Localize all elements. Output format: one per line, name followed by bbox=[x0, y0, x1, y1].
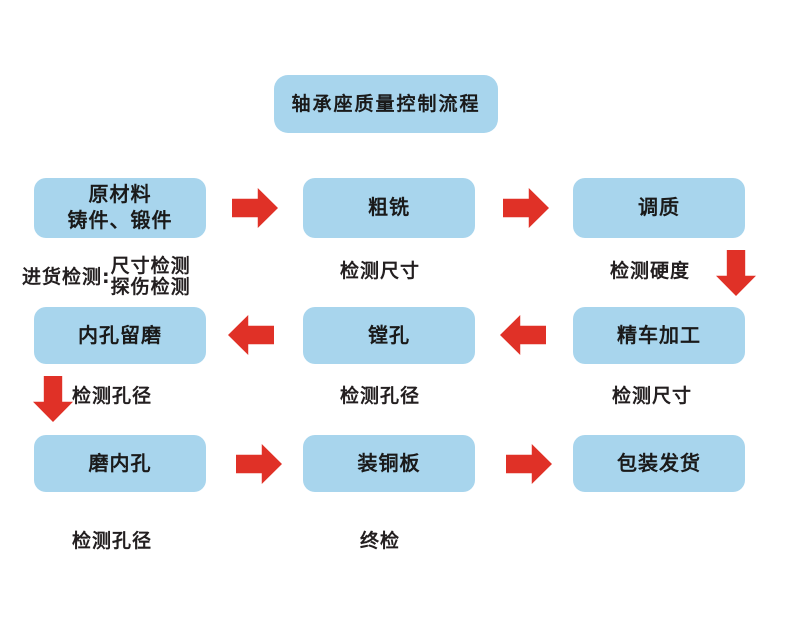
caption-incoming-inspection-line2: 探伤检测 bbox=[110, 276, 191, 299]
arrow-right-icon bbox=[506, 444, 552, 484]
node-raw-material: 原材料 铸件、锻件 bbox=[34, 178, 206, 238]
caption-check-bore-3: 检测孔径 bbox=[72, 530, 153, 552]
arrow-down-icon bbox=[716, 250, 756, 296]
node-quench-temper: 调质 bbox=[573, 178, 745, 238]
node-finish-turning-label: 精车加工 bbox=[617, 322, 701, 347]
node-quench-temper-label: 调质 bbox=[638, 195, 680, 220]
caption-check-hardness: 检测硬度 bbox=[610, 260, 691, 282]
arrow-left-icon bbox=[500, 315, 546, 355]
arrow-right-icon bbox=[236, 444, 282, 484]
caption-incoming-inspection-stack: 尺寸检测 探伤检测 bbox=[110, 255, 191, 299]
node-boring: 镗孔 bbox=[303, 307, 475, 364]
node-finish-turning: 精车加工 bbox=[573, 307, 745, 364]
node-package-ship-label: 包装发货 bbox=[617, 450, 701, 475]
caption-final-inspection: 终检 bbox=[360, 530, 401, 552]
node-boring-label: 镗孔 bbox=[368, 322, 410, 347]
caption-check-dimension-2: 检测尺寸 bbox=[612, 385, 693, 407]
arrow-right-icon bbox=[503, 188, 549, 228]
caption-incoming-inspection-prefix: 进货检测: bbox=[22, 265, 111, 288]
node-grind-bore-label: 磨内孔 bbox=[88, 450, 152, 475]
caption-incoming-inspection: 进货检测: 尺寸检测 探伤检测 bbox=[22, 255, 191, 299]
caption-check-dimension-1: 检测尺寸 bbox=[340, 260, 421, 282]
node-install-copper-plate-label: 装铜板 bbox=[357, 450, 421, 475]
node-rough-milling-label: 粗铣 bbox=[368, 195, 410, 220]
caption-check-bore-2: 检测孔径 bbox=[340, 385, 421, 407]
caption-check-bore-1: 检测孔径 bbox=[72, 385, 153, 407]
arrow-right-icon bbox=[232, 188, 278, 228]
flowchart-title-text: 轴承座质量控制流程 bbox=[291, 92, 481, 115]
node-package-ship: 包装发货 bbox=[573, 435, 745, 492]
node-raw-material-line2: 铸件、锻件 bbox=[67, 208, 173, 232]
caption-incoming-inspection-line1: 尺寸检测 bbox=[110, 255, 191, 277]
arrow-down-icon bbox=[33, 376, 73, 422]
node-bore-reserve-grind-label: 内孔留磨 bbox=[78, 322, 162, 347]
node-grind-bore: 磨内孔 bbox=[34, 435, 206, 492]
arrow-left-icon bbox=[228, 315, 274, 355]
node-bore-reserve-grind: 内孔留磨 bbox=[34, 307, 206, 364]
node-install-copper-plate: 装铜板 bbox=[303, 435, 475, 492]
node-raw-material-line1: 原材料 bbox=[88, 182, 152, 207]
node-raw-material-label: 原材料 铸件、锻件 bbox=[68, 182, 173, 233]
node-rough-milling: 粗铣 bbox=[303, 178, 475, 238]
flowchart-title-node: 轴承座质量控制流程 bbox=[274, 75, 498, 133]
